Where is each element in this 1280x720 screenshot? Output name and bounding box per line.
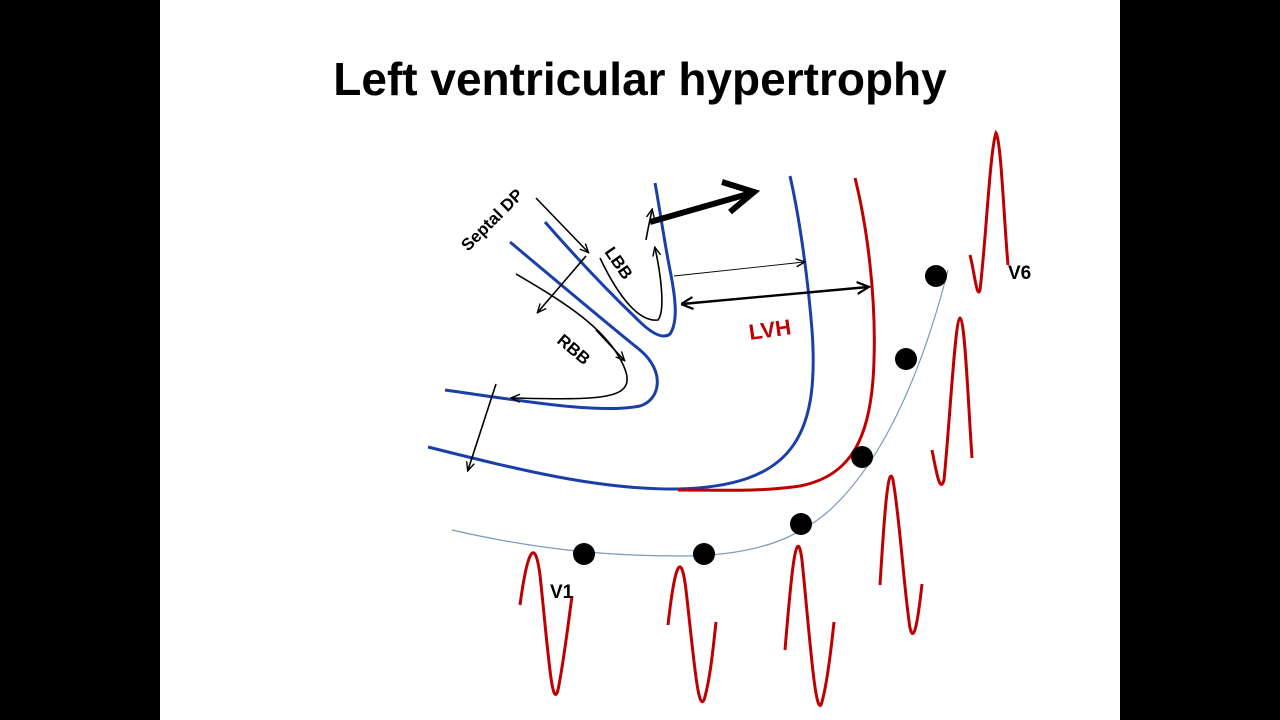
septum-middle-wall (444, 240, 659, 411)
electrode-v3 (790, 513, 812, 535)
mean-qrs-vector-arrowhead (721, 179, 761, 215)
mean-qrs-vector-arrow (649, 191, 749, 225)
electrode-v4 (851, 446, 873, 468)
ecg-complex-v5 (930, 316, 974, 486)
slide: Left ventricular hypertrophy (160, 0, 1120, 720)
electrode-v6 (925, 265, 947, 287)
ecg-complex-v1 (518, 551, 574, 696)
rv-wall-arrow (468, 383, 497, 470)
electrode-v2 (693, 543, 715, 565)
ecg-complex-v6 (968, 129, 1010, 294)
label-v6: V6 (1008, 263, 1031, 284)
normal-wall-thickness-arrow (673, 262, 804, 277)
electrode-v1 (573, 543, 595, 565)
ecg-complex-v4 (878, 474, 924, 635)
lvh-wall-thickness-arrow (682, 287, 868, 304)
label-rbb: RBB (553, 331, 593, 369)
label-septal-dp: Septal DP (457, 185, 527, 255)
septal-depolarization-arrow (535, 197, 588, 252)
rbb-conduction-path (512, 273, 628, 399)
slide-title: Left ventricular hypertrophy (333, 53, 947, 105)
lvh-hypertrophied-wall (677, 177, 876, 492)
lbb-upstroke-arrow (645, 210, 652, 241)
septum-inner-wall (543, 182, 677, 338)
label-lbb: LBB (601, 243, 637, 283)
rbb-mid-arrow (595, 329, 624, 360)
electrode-v5 (895, 348, 917, 370)
ecg-complex-v2 (666, 565, 718, 704)
septal-cross-arrow (538, 255, 587, 312)
precordial-lead-line (451, 269, 949, 557)
lbb-conduction-path (599, 248, 663, 321)
label-v1: V1 (550, 582, 574, 603)
label-lvh: LVH (747, 314, 792, 345)
ecg-complex-v3 (783, 544, 836, 707)
